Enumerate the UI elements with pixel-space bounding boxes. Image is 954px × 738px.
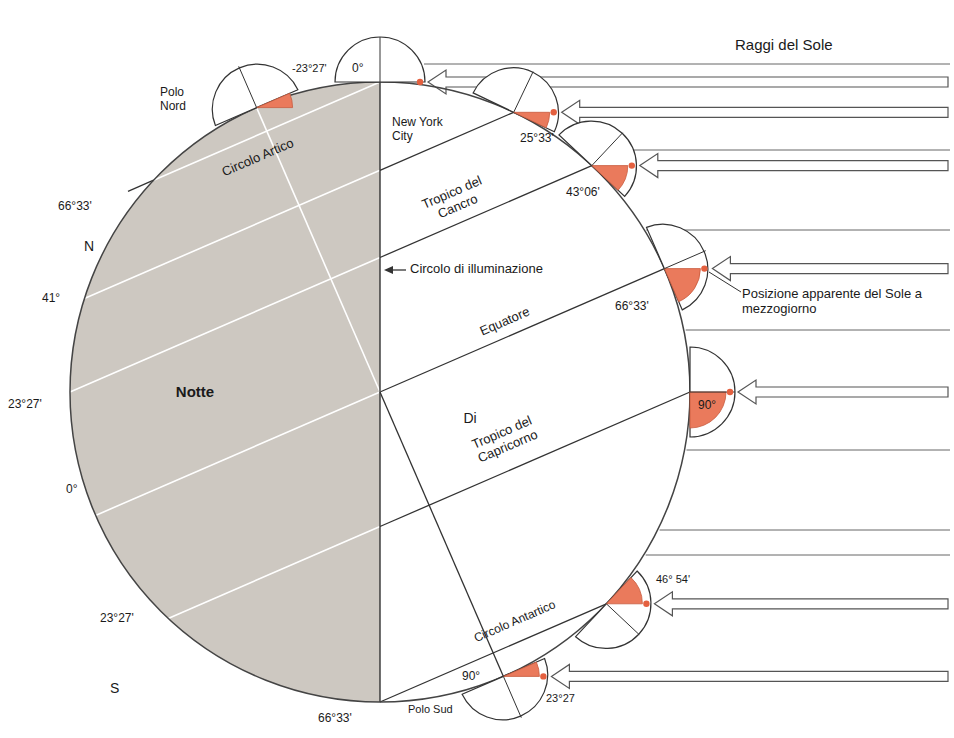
sun-dot bbox=[643, 601, 649, 607]
sun-dot bbox=[417, 79, 423, 85]
sun-angle-wedge bbox=[664, 269, 700, 302]
arrowhead bbox=[384, 266, 393, 274]
diagram-label: -23°27' bbox=[292, 62, 327, 75]
horizon-dial bbox=[690, 347, 735, 437]
diagram-label: Posizione apparente del Sole a mezzogior… bbox=[742, 287, 942, 317]
diagram-label: New York City bbox=[392, 116, 454, 144]
diagram-label: 23°27' bbox=[8, 398, 42, 412]
latitude-line bbox=[128, 180, 154, 191]
sun-ray-arrow bbox=[738, 380, 948, 404]
diagram-label: Di bbox=[463, 410, 476, 426]
leader-line bbox=[709, 272, 741, 292]
sun-rays bbox=[424, 64, 950, 688]
diagram-label: Notte bbox=[176, 383, 214, 400]
zenith-line bbox=[503, 676, 521, 717]
sun-angle-wedge bbox=[606, 578, 642, 604]
horizon-dial bbox=[647, 224, 708, 310]
sun-dot bbox=[551, 109, 557, 115]
diagram-label: 66°33' bbox=[615, 300, 649, 314]
diagram-label: 0° bbox=[66, 483, 77, 497]
latitude-line bbox=[380, 166, 592, 258]
sun-ray-arrow bbox=[640, 154, 948, 178]
horizon-dial bbox=[576, 571, 651, 648]
sun-ray bbox=[660, 530, 950, 531]
sun-dot bbox=[540, 673, 546, 679]
diagram-label: N bbox=[84, 238, 94, 254]
sun-ray bbox=[646, 230, 950, 231]
horizon-dial bbox=[212, 64, 298, 125]
latitude-line bbox=[380, 392, 690, 527]
horizon-dial bbox=[335, 37, 425, 82]
sun-angle-wedge bbox=[690, 392, 726, 428]
sun-dot bbox=[629, 162, 635, 168]
diagram-label: 23°27' bbox=[100, 612, 134, 626]
latitude-lines bbox=[70, 82, 690, 702]
sun-ray bbox=[686, 330, 950, 331]
diagram-label: 43°06' bbox=[566, 186, 600, 200]
sun-angle-wedge bbox=[257, 93, 293, 107]
leader-line bbox=[392, 269, 406, 270]
sun-ray-arrow bbox=[712, 257, 948, 281]
latitude-line bbox=[96, 392, 380, 515]
sun-ray-arrow bbox=[562, 100, 948, 124]
diagram-label: Circolo di illuminazione bbox=[410, 262, 543, 277]
sun-ray bbox=[424, 64, 950, 65]
diagram-label: 90° bbox=[462, 670, 480, 684]
sun-angle-dials bbox=[212, 37, 735, 720]
zenith-line bbox=[606, 604, 639, 635]
latitude-line bbox=[70, 258, 380, 393]
diagram-label: 41° bbox=[42, 292, 60, 306]
horizon-dial bbox=[473, 68, 558, 132]
zenith-line bbox=[380, 37, 381, 82]
latitude-line bbox=[380, 112, 514, 170]
sun-ray-arrow bbox=[654, 592, 948, 616]
diagram-label: 25°33' bbox=[520, 132, 554, 146]
diagram-label: 46° 54' bbox=[656, 573, 690, 586]
diagram-label: S bbox=[110, 680, 119, 696]
diagram-label: Polo Nord bbox=[160, 86, 204, 114]
sun-angle-wedge bbox=[514, 112, 550, 128]
sun-dot bbox=[727, 389, 733, 395]
night-hemisphere bbox=[70, 82, 380, 702]
zenith-line bbox=[514, 72, 533, 113]
diagram-label: 66°33' bbox=[58, 200, 92, 214]
sun-ray bbox=[646, 555, 950, 556]
zenith-line bbox=[664, 251, 705, 269]
sun-angle-wedge bbox=[503, 662, 539, 676]
diagram-label: 90° bbox=[698, 399, 716, 413]
sun-ray-arrow bbox=[551, 664, 948, 688]
zenith-line bbox=[592, 133, 623, 166]
earth-outline bbox=[70, 82, 690, 702]
diagram-label: Polo Sud bbox=[408, 703, 458, 716]
terminator-line bbox=[379, 82, 380, 702]
diagram-label: 0° bbox=[352, 62, 363, 76]
sun-dot bbox=[701, 265, 707, 271]
sun-ray bbox=[687, 450, 951, 451]
zenith-line bbox=[239, 66, 257, 107]
latitude-line bbox=[84, 170, 380, 298]
diagram-label: Raggi del Sole bbox=[735, 36, 833, 53]
day-hemisphere bbox=[380, 82, 690, 702]
diagram-label: 66°33' bbox=[318, 712, 352, 726]
diagram-label: 23°27 bbox=[546, 692, 575, 705]
latitude-line bbox=[380, 269, 664, 392]
horizon-dial bbox=[462, 659, 548, 720]
latitude-line bbox=[168, 527, 380, 619]
